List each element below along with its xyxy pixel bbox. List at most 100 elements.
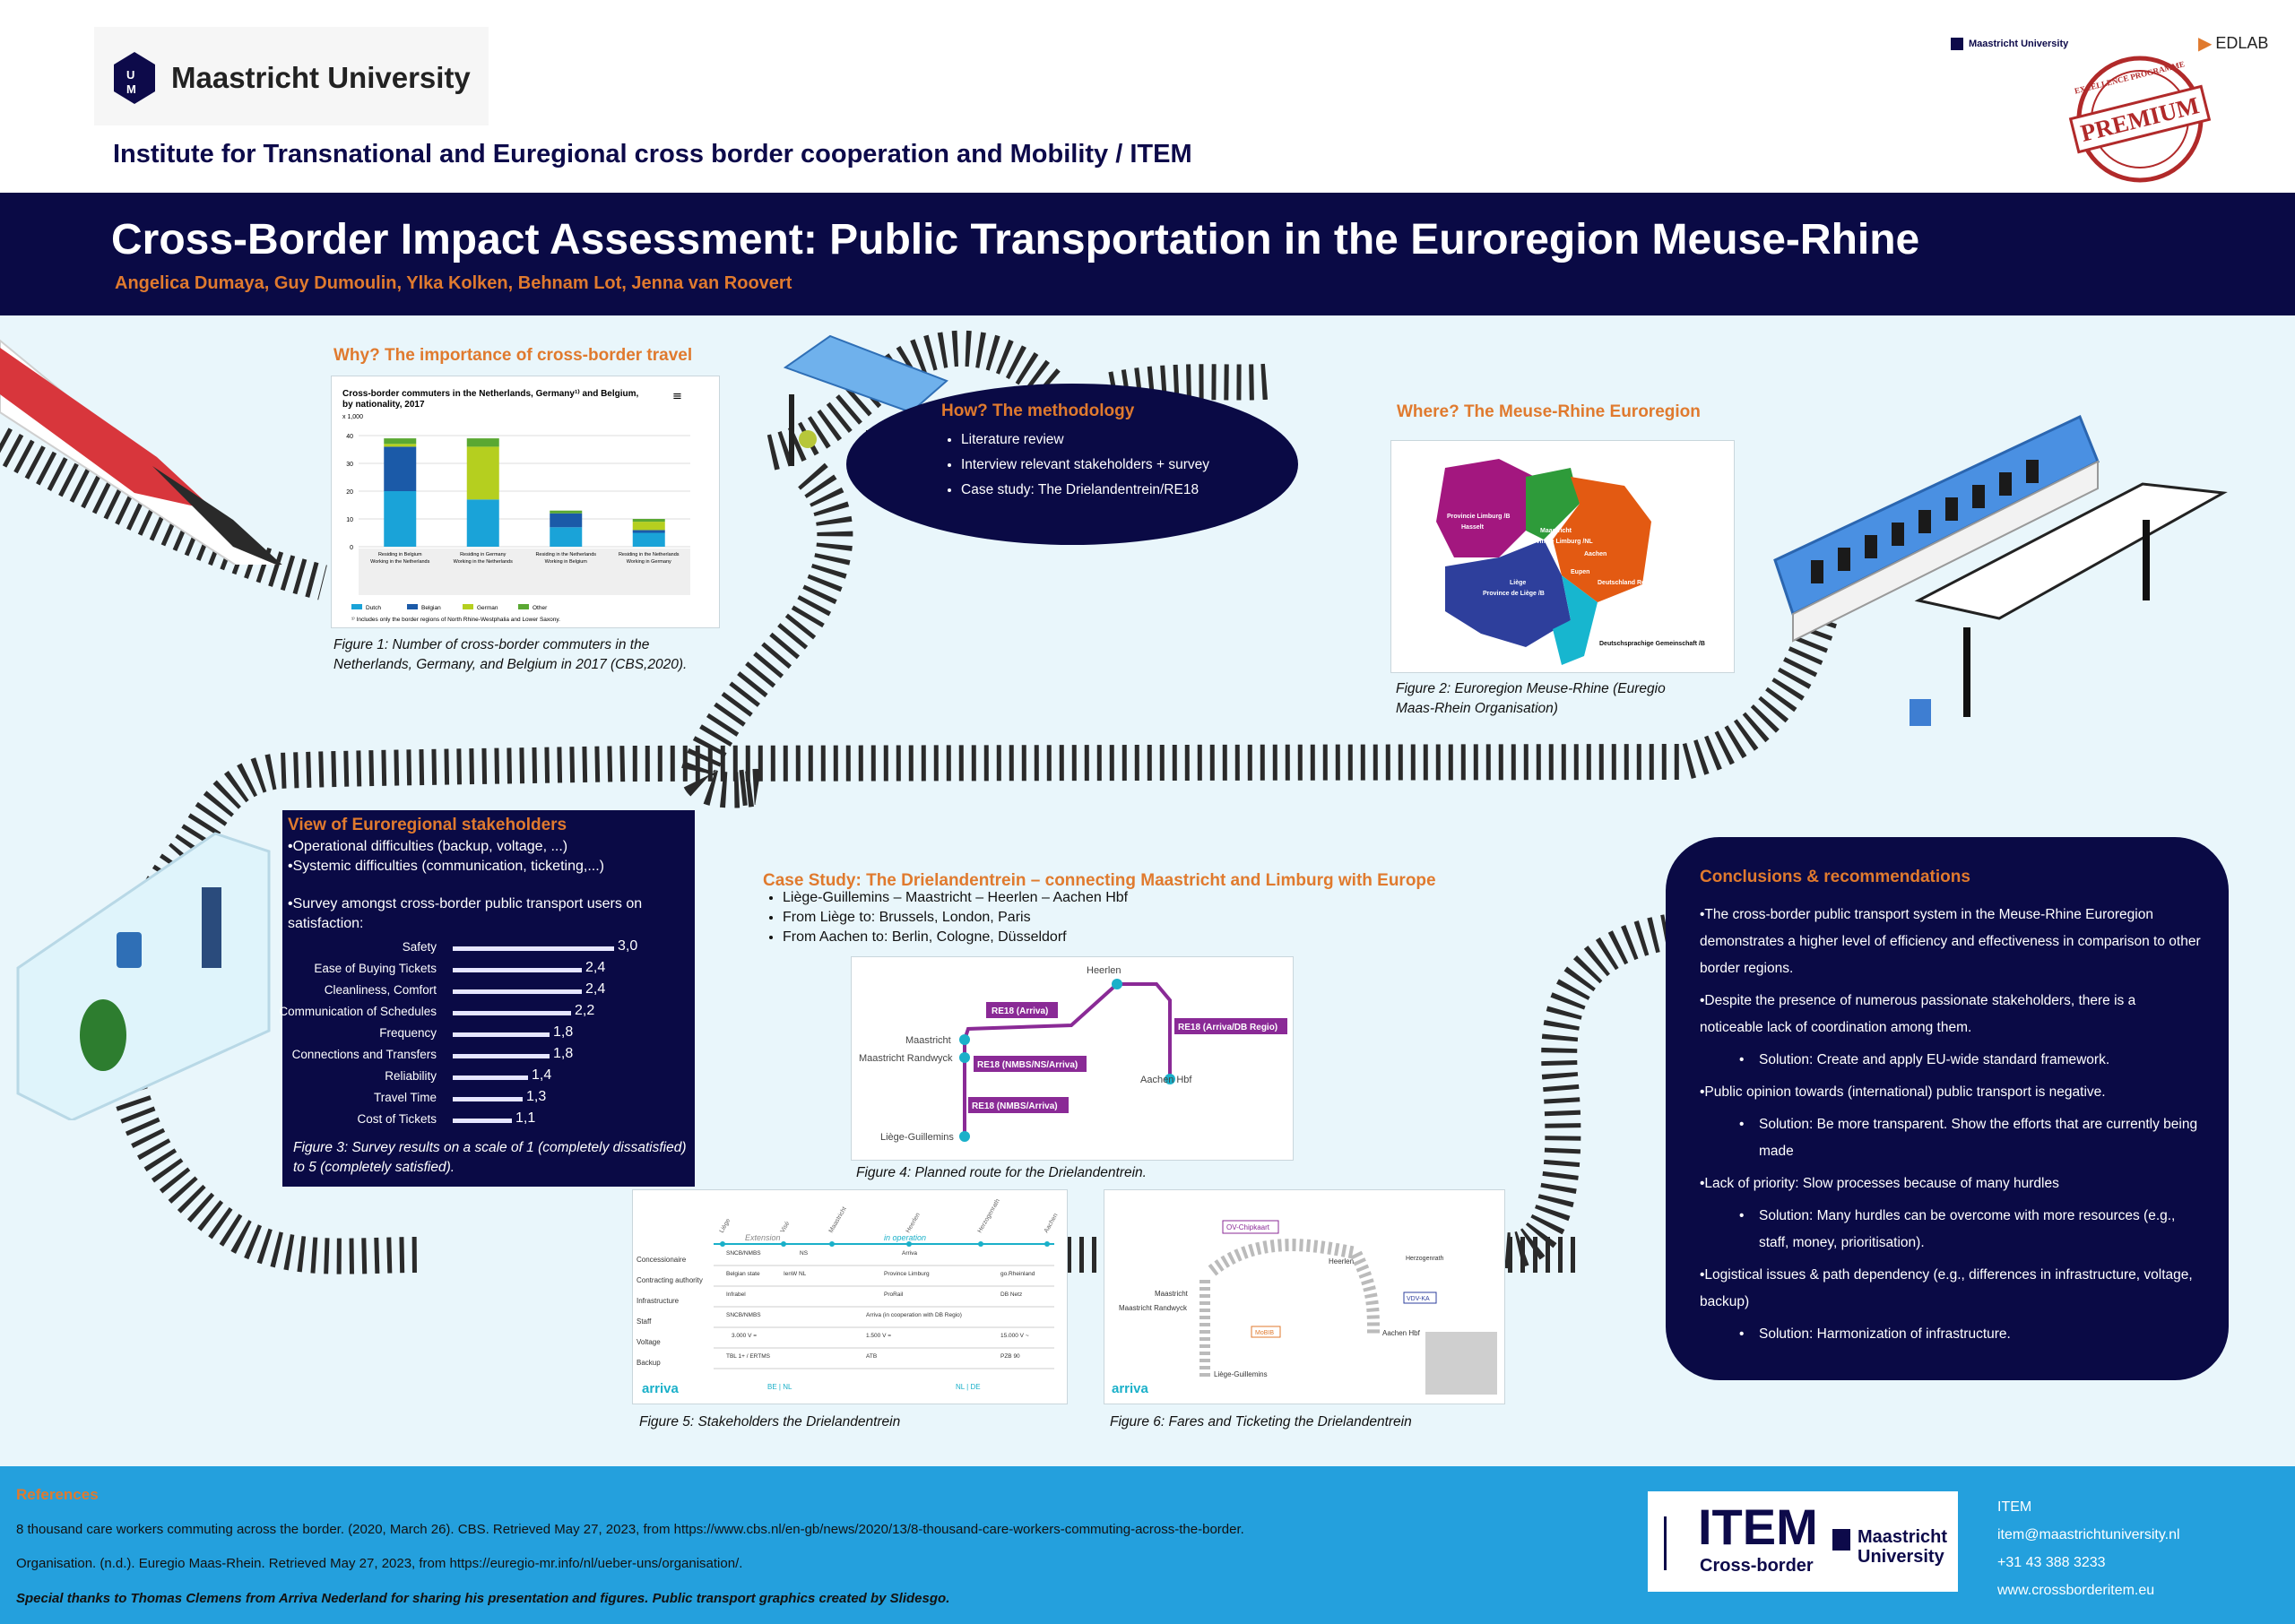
station-shelter-illustration [783, 334, 948, 484]
chart-bar-segment [384, 444, 417, 447]
chart-x-tick: Working in Germany [627, 559, 671, 565]
station-dot [1112, 979, 1122, 989]
svg-text:Deutschsprachige Gemeinschaft: Deutschsprachige Gemeinschaft /B [1599, 641, 1705, 647]
svg-text:Liège-Guillemins: Liège-Guillemins [880, 1132, 954, 1143]
map-region-aachen [1553, 477, 1651, 602]
chart-bar-segment [384, 446, 417, 491]
stakeholders-title: View of Euroregional stakeholders [288, 816, 567, 834]
survey-bar [453, 1011, 571, 1015]
table-cell: NS [800, 1250, 809, 1257]
figure-4-caption: Figure 4: Planned route for the Drieland… [856, 1165, 1147, 1180]
svg-text:Maastricht: Maastricht [905, 1035, 951, 1046]
figure-6-caption: Figure 6: Fares and Ticketing the Driela… [1110, 1414, 1412, 1430]
survey-value: 1,1 [515, 1110, 536, 1126]
svg-text:M: M [126, 82, 136, 96]
table-cell: PZB 90 [1000, 1353, 1020, 1360]
svg-text:Provincie Limburg /NL: Provincie Limburg /NL [1526, 539, 1593, 545]
track-segment-right-rise [1504, 914, 1672, 1269]
table-row-label: Concessionaire [637, 1256, 687, 1264]
station-label: Visé [780, 1221, 792, 1234]
figure-2-map: Provincie Limburg /B Hasselt Maastricht … [1391, 441, 1734, 672]
svg-text:Deutschland Region Aachen /B: Deutschland Region Aachen /B [1598, 580, 1691, 586]
methodology-ellipse [846, 384, 1298, 545]
contact-email[interactable]: item@maastrichtuniversity.nl [1997, 1527, 2180, 1542]
survey-bar [453, 1054, 550, 1058]
survey-bar [453, 946, 614, 951]
survey-value: 1,4 [532, 1067, 552, 1083]
station-label: Herzogenrath [977, 1198, 1001, 1234]
survey-bar [453, 968, 582, 972]
chart-x-tick: Residing in Germany [460, 552, 507, 557]
survey-label: Communication of Schedules [279, 1005, 437, 1018]
svg-text:Maastricht: Maastricht [1155, 1290, 1189, 1298]
bus-sign-icon [117, 932, 142, 968]
svg-text:BE | NL: BE | NL [767, 1383, 792, 1391]
table-cell: SNCB/NMBS [726, 1250, 761, 1257]
fares-map: OV-Chipkaart Heerlen Maastricht Maastric… [1112, 1220, 1497, 1396]
bullet-icon: • [1739, 1052, 1745, 1067]
table-cell: Province Limburg [884, 1271, 930, 1277]
station-dot [959, 1052, 970, 1063]
station-dot [720, 1241, 725, 1247]
svg-text:Provincie Limburg /B: Provincie Limburg /B [1447, 514, 1510, 520]
authors: Angelica Dumaya, Guy Dumoulin, Ylka Kolk… [115, 273, 792, 293]
table-cell: DB Netz [1000, 1291, 1022, 1298]
chart-x-tick: Working in the Netherlands [454, 559, 513, 565]
figure-1-chart: Cross-border commuters in the Netherland… [332, 376, 719, 627]
chart-menu-icon: ≡ [672, 390, 682, 403]
case-item: From Liège to: Brussels, London, Paris [783, 911, 1128, 925]
svg-text:Herzogenrath: Herzogenrath [1406, 1256, 1444, 1262]
svg-text:Maastricht Randwyck: Maastricht Randwyck [1119, 1304, 1188, 1312]
survey-bar [453, 989, 582, 994]
um-logo-icon: U M [114, 52, 155, 104]
svg-text:MoBIB: MoBIB [1255, 1330, 1274, 1336]
conclusion-solution: •Solution: Create and apply EU-wide stan… [1700, 1047, 2202, 1074]
table-row-label: Contracting authority [637, 1276, 703, 1284]
chart-x-tick: Residing in the Netherlands [619, 552, 680, 557]
blue-train-illustration [1773, 414, 2100, 643]
item-mark-icon [1664, 1516, 1686, 1570]
survey-value: 1,8 [553, 1024, 574, 1040]
svg-text:Aachen: Aachen [1584, 551, 1606, 557]
station-dot [959, 1131, 970, 1142]
chart-ylabel: x 1,000 [342, 414, 363, 420]
premium-stamp: PREMIUM EXCELLENCE PROGRAMME [2068, 56, 2212, 183]
svg-text:Eupen: Eupen [1571, 569, 1589, 575]
stakeholders-panel: View of Euroregional stakeholders •Opera… [279, 810, 695, 1187]
station-label: Heerlen [905, 1212, 922, 1234]
methodology-item: Interview relevant stakeholders + survey [961, 457, 1209, 473]
svg-text:Maastricht Randwyck: Maastricht Randwyck [859, 1053, 953, 1064]
contact-website[interactable]: www.crossborderitem.eu [1997, 1583, 2155, 1598]
chart-bar-segment [466, 438, 499, 447]
table-cell: Arriva (in cooperation with DB Regio) [866, 1312, 962, 1318]
station-label: Maastricht [828, 1205, 848, 1234]
track-segment-arch [766, 330, 1061, 471]
high-speed-train-illustration [0, 339, 283, 565]
table-row-label: Backup [637, 1359, 661, 1367]
case-title: Case Study: The Drielandentrein – connec… [763, 871, 1436, 890]
survey-label: Frequency [379, 1026, 437, 1040]
institute-name: Institute for Transnational and Euregion… [113, 140, 1192, 168]
methodology-list: Literature review Interview relevant sta… [941, 432, 1209, 507]
legend-label: Belgian [421, 605, 441, 611]
figure-3-caption: Figure 3: Survey results on a scale of 1… [293, 1140, 687, 1175]
chart-x-tick: Residing in Belgium [378, 552, 422, 557]
arriva-logo: arriva [1112, 1381, 1149, 1396]
svg-text:RE18 (Arriva/DB Regio): RE18 (Arriva/DB Regio) [1178, 1023, 1277, 1032]
methodology-item: Case study: The Drielandentrein/RE18 [961, 482, 1209, 498]
table-cell: Arriva [902, 1250, 917, 1257]
title-band [0, 193, 2295, 315]
um-logo-block: U M Maastricht University [94, 27, 489, 125]
station-dot [906, 1241, 912, 1247]
svg-text:Aachen Hbf: Aachen Hbf [1140, 1075, 1192, 1085]
map-region-liege [1445, 540, 1571, 647]
station-dot [1165, 1074, 1175, 1084]
svg-text:EXCELLENCE PROGRAMME: EXCELLENCE PROGRAMME [2074, 59, 2186, 95]
svg-text:Liège: Liège [1510, 580, 1526, 586]
chart-footnote: ¹⁾ Includes only the border regions of N… [351, 616, 560, 623]
